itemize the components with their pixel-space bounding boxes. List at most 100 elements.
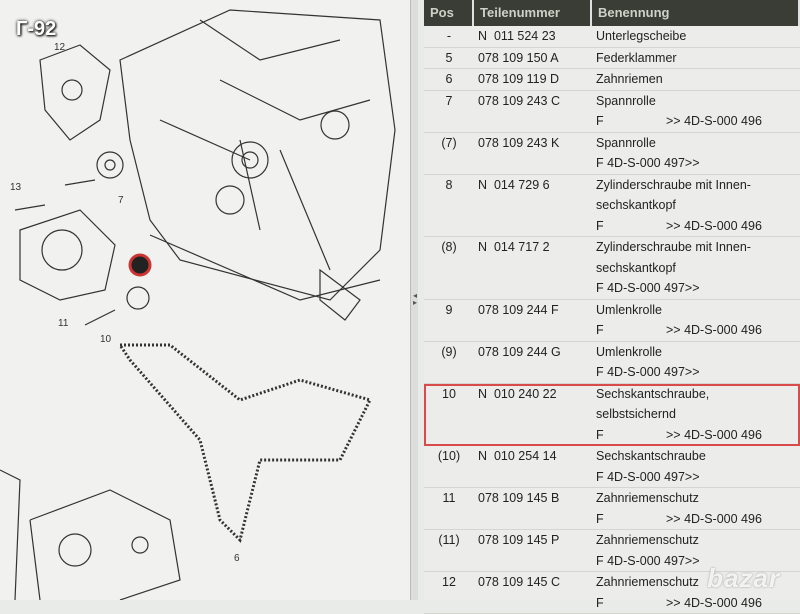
name-line: Umlenkrolle — [596, 344, 662, 359]
chassis-range: >> 4D-S-000 496 — [666, 114, 762, 128]
pos-cell: (8) — [441, 240, 457, 254]
pos-cell: 10 — [442, 386, 456, 401]
name-cell: Umlenkrolle F 4D-S-000 497>> — [592, 342, 800, 383]
part-number-cell: 078 109 150 A — [478, 50, 559, 65]
table-row[interactable]: 8 N 014 729 6 Zylinderschraube mit Innen-s… — [424, 175, 800, 237]
pos-cell: 6 — [445, 72, 453, 86]
chassis-range: F 4D-S-000 497>> — [596, 469, 700, 484]
name-line: sechskantkopf — [596, 198, 676, 212]
part-number-cell: 078 109 244 G — [478, 344, 561, 359]
callout-10: 10 — [100, 334, 112, 345]
name-line: Umlenkrolle — [596, 302, 662, 317]
pos-cell: (9) — [441, 344, 457, 359]
name-line: Zahnriemen — [596, 72, 663, 86]
part-number-cell: 078 109 244 F — [478, 302, 559, 317]
part-number-cell: N 014 729 6 — [478, 177, 550, 192]
table-row[interactable]: 6 078 109 119 D Zahnriemen — [424, 69, 800, 91]
name-line: Spannrolle — [596, 135, 656, 150]
part-number-cell: 078 109 145 C — [478, 575, 561, 589]
pos-cell: (10) — [437, 449, 461, 463]
callout-11: 11 — [58, 318, 69, 329]
chassis-range: >> 4D-S-000 496 — [666, 218, 762, 233]
header-pos[interactable]: Pos — [424, 0, 474, 26]
chassis-range: >> 4D-S-000 496 — [666, 323, 762, 337]
pos-cell: - — [446, 29, 452, 43]
table-row[interactable]: - N 011 524 23 Unterlegscheibe — [424, 26, 800, 48]
part-number-cell: N 010 254 14 — [478, 449, 557, 463]
pos-cell: 8 — [445, 177, 453, 192]
name-line: Sechskantschraube — [596, 449, 706, 463]
table-header: Pos Teilenummer Benennung — [424, 0, 800, 26]
name-line: Unterlegscheibe — [596, 29, 687, 43]
engine-drawing — [0, 9, 396, 601]
pane-splitter[interactable]: ◂▸ — [410, 0, 418, 600]
name-line: Sechskantschraube, — [596, 386, 710, 401]
name-line: Zylinderschraube mit Innen- — [596, 240, 751, 254]
part-number-cell: 078 109 243 K — [478, 135, 560, 150]
chassis-range: F 4D-S-000 497>> — [596, 365, 700, 379]
name-cell: Federklammer — [592, 48, 800, 69]
table-row[interactable]: 5 078 109 150 A Federklammer — [424, 48, 800, 69]
name-line: Zahnriemenschutz — [596, 533, 699, 547]
chassis-range: >> 4D-S-000 496 — [666, 511, 762, 526]
variant-flag: F — [596, 218, 604, 233]
name-line: sechskantkopf — [596, 260, 676, 275]
overlay-tag: Г-92 — [16, 18, 57, 40]
chassis-range: >> 4D-S-000 496 — [666, 595, 762, 610]
name-line: Zylinderschraube mit Innen- — [596, 177, 751, 192]
name-cell: Zylinderschraube mit Innen-sechskantkopf… — [592, 237, 800, 299]
part-number-cell: 078 109 119 D — [478, 72, 560, 86]
pos-cell: 7 — [445, 93, 453, 108]
variant-flag: F — [596, 511, 604, 526]
name-cell: Zylinderschraube mit Innen-sechskantkopf… — [592, 175, 800, 237]
part-number-cell: 078 109 243 C — [478, 93, 561, 108]
header-part-number[interactable]: Teilenummer — [474, 0, 592, 26]
name-cell: Unterlegscheibe — [592, 26, 800, 47]
pos-cell: 12 — [442, 575, 456, 589]
exploded-parts-diagram[interactable]: 12 13 7 11 10 6 — [0, 0, 412, 601]
name-line: Zahnriemenschutz — [596, 575, 699, 589]
chassis-range: >> 4D-S-000 496 — [666, 427, 762, 442]
name-cell: Zahnriemenschutz F 4D-S-000 497>> — [592, 530, 800, 571]
watermark: bazar — [707, 563, 780, 593]
table-row[interactable]: 10 N 010 240 22 Sechskantschraube,selbstsi… — [424, 383, 800, 446]
pos-cell: (11) — [438, 533, 460, 547]
chassis-range: F 4D-S-000 497>> — [596, 553, 700, 568]
name-line: Spannrolle — [596, 93, 656, 108]
pos-cell: (7) — [441, 135, 457, 150]
pos-cell: 9 — [445, 302, 453, 317]
variant-flag: F — [596, 595, 604, 610]
table-row[interactable]: (11) 078 109 145 P Zahnriemenschutz F 4D-S-… — [424, 530, 800, 572]
variant-flag: F — [596, 323, 604, 337]
part-number-cell: N 014 717 2 — [478, 240, 550, 254]
callout-7: 7 — [118, 195, 124, 206]
pos-cell: 5 — [445, 50, 453, 65]
name-cell: Zahnriemen — [592, 69, 800, 90]
table-row[interactable]: (10) N 010 254 14 Sechskantschraube F 4D-S-… — [424, 446, 800, 488]
callout-12: 12 — [54, 42, 66, 53]
parts-table: Pos Teilenummer Benennung - N 011 524 23 U… — [424, 0, 800, 614]
part-number-cell: 078 109 145 P — [478, 533, 560, 547]
table-row[interactable]: (8) N 014 717 2 Zylinderschraube mit Innen… — [424, 237, 800, 300]
callout-13: 13 — [10, 182, 22, 193]
chassis-range: F 4D-S-000 497>> — [596, 281, 700, 295]
name-line: Zahnriemenschutz — [596, 491, 699, 505]
callout-6: 6 — [234, 553, 240, 564]
name-cell: Sechskantschraube F 4D-S-000 497>> — [592, 446, 800, 487]
part-number-cell: 078 109 145 B — [478, 491, 560, 505]
header-name[interactable]: Benennung — [592, 0, 800, 26]
pos-cell: 11 — [442, 491, 456, 505]
part-number-cell: N 010 240 22 — [478, 386, 557, 401]
name-line: Federklammer — [596, 50, 677, 65]
table-row[interactable]: (9) 078 109 244 G Umlenkrolle F 4D-S-000 49… — [424, 342, 800, 384]
part-number-cell: N 011 524 23 — [478, 29, 556, 43]
